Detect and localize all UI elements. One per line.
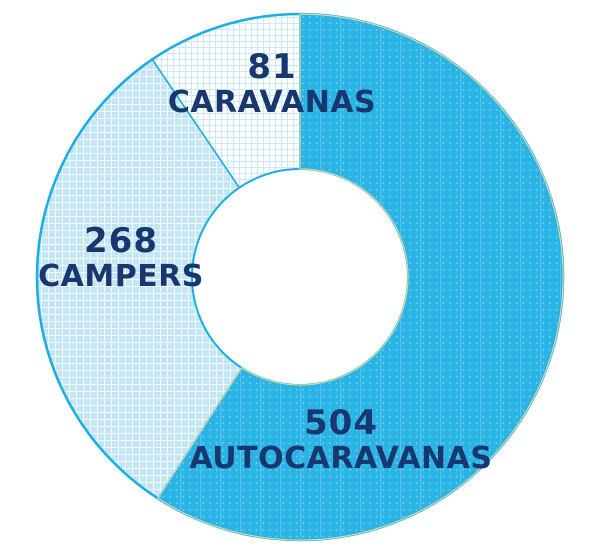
donut-segment-caravanas — [152, 14, 300, 188]
campers-value: 268 — [84, 221, 158, 261]
donut-segments — [37, 14, 564, 540]
caravanas-category: CARAVANAS — [167, 85, 377, 120]
label-caravanas: 81 CARAVANAS — [168, 48, 376, 120]
donut-outlines — [35, 12, 565, 542]
donut-segment-campers — [37, 59, 242, 499]
autocaravanas-category: AUTOCARAVANAS — [189, 441, 493, 476]
caravanas-value: 81 — [247, 47, 297, 87]
donut-segment-autocaravanas — [157, 14, 564, 540]
autocaravanas-value: 504 — [304, 403, 378, 443]
label-campers: 268 CAMPERS — [38, 222, 204, 294]
label-autocaravanas: 504 AUTOCARAVANAS — [190, 404, 493, 476]
campers-category: CAMPERS — [38, 259, 204, 294]
